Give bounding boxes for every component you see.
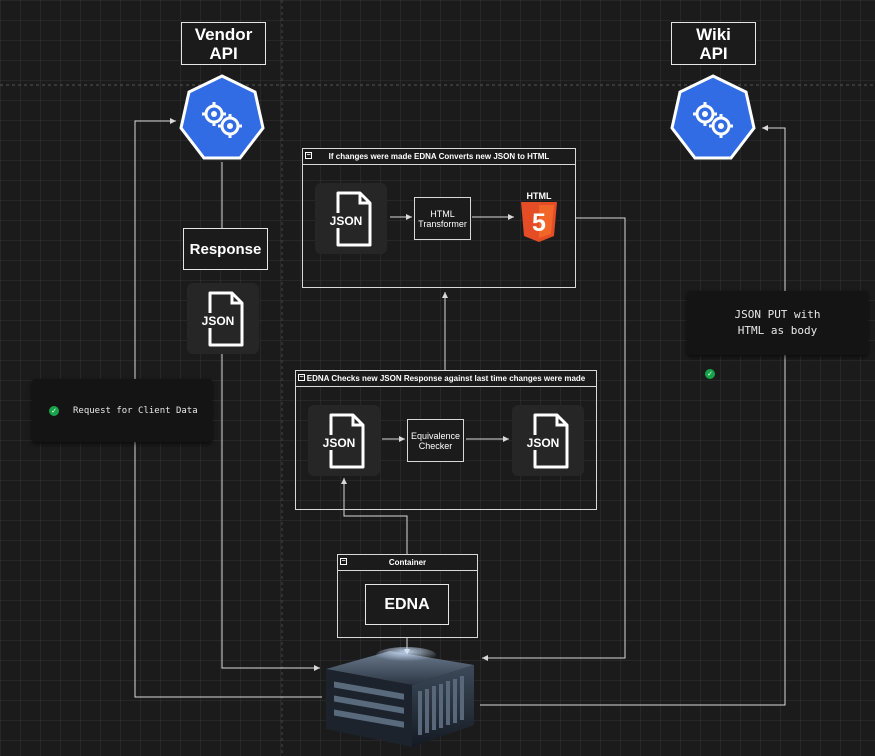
wiki-api-icon — [670, 74, 756, 160]
html-logo-label: HTML — [527, 191, 552, 201]
new-json-tile: JSON — [315, 183, 387, 254]
container-group-title: − Container — [338, 555, 477, 571]
request-note-text: Request for Client Data — [73, 405, 198, 416]
html-group-title: − If changes were made EDNA Converts new… — [303, 149, 575, 165]
container-group: − Container — [337, 554, 478, 638]
request-note: ✓ Request for Client Data — [32, 379, 212, 442]
collapse-icon[interactable]: − — [340, 558, 347, 565]
edna-label: EDNA — [365, 584, 449, 625]
collapse-icon[interactable]: − — [298, 374, 305, 381]
json-icon-label: JSON — [202, 314, 235, 328]
html-group-title-text: If changes were made EDNA Converts new J… — [328, 152, 550, 161]
json-file-icon: JSON — [201, 291, 244, 346]
server-icon — [326, 647, 474, 747]
equivalence-check-group: − EDNA Checks new JSON Response against … — [295, 370, 597, 510]
check-group-title-text: EDNA Checks new JSON Response against la… — [306, 374, 586, 383]
html-logo-digit: 5 — [532, 209, 546, 237]
check-group-title: − EDNA Checks new JSON Response against … — [296, 371, 596, 387]
json-file-icon: JSON — [329, 191, 372, 246]
json-file-icon: JSON — [526, 413, 569, 468]
json-file-icon: JSON — [322, 413, 365, 468]
vendor-api-title: Vendor API — [181, 22, 266, 65]
previous-json-tile: JSON — [512, 405, 584, 476]
response-label: Response — [183, 228, 268, 270]
current-json-tile: JSON — [308, 405, 380, 476]
json-icon-label: JSON — [330, 214, 363, 228]
response-json-tile: JSON — [187, 283, 259, 354]
wiki-api-title: Wiki API — [671, 22, 756, 65]
check-icon: ✓ — [49, 405, 59, 416]
html5-logo-icon: HTML 5 — [521, 191, 557, 242]
json-icon-label: JSON — [323, 436, 356, 450]
equivalence-checker-box: Equivalence Checker — [407, 419, 464, 462]
collapse-icon[interactable]: − — [305, 152, 312, 159]
check-icon: ✓ — [705, 369, 715, 379]
container-group-title-text: Container — [388, 558, 427, 567]
html-transformer-box: HTML Transformer — [414, 197, 471, 240]
html-conversion-group: − If changes were made EDNA Converts new… — [302, 148, 576, 288]
vendor-api-icon — [179, 74, 265, 160]
json-icon-label: JSON — [527, 436, 560, 450]
put-note: JSON PUT with HTML as body — [687, 291, 868, 355]
